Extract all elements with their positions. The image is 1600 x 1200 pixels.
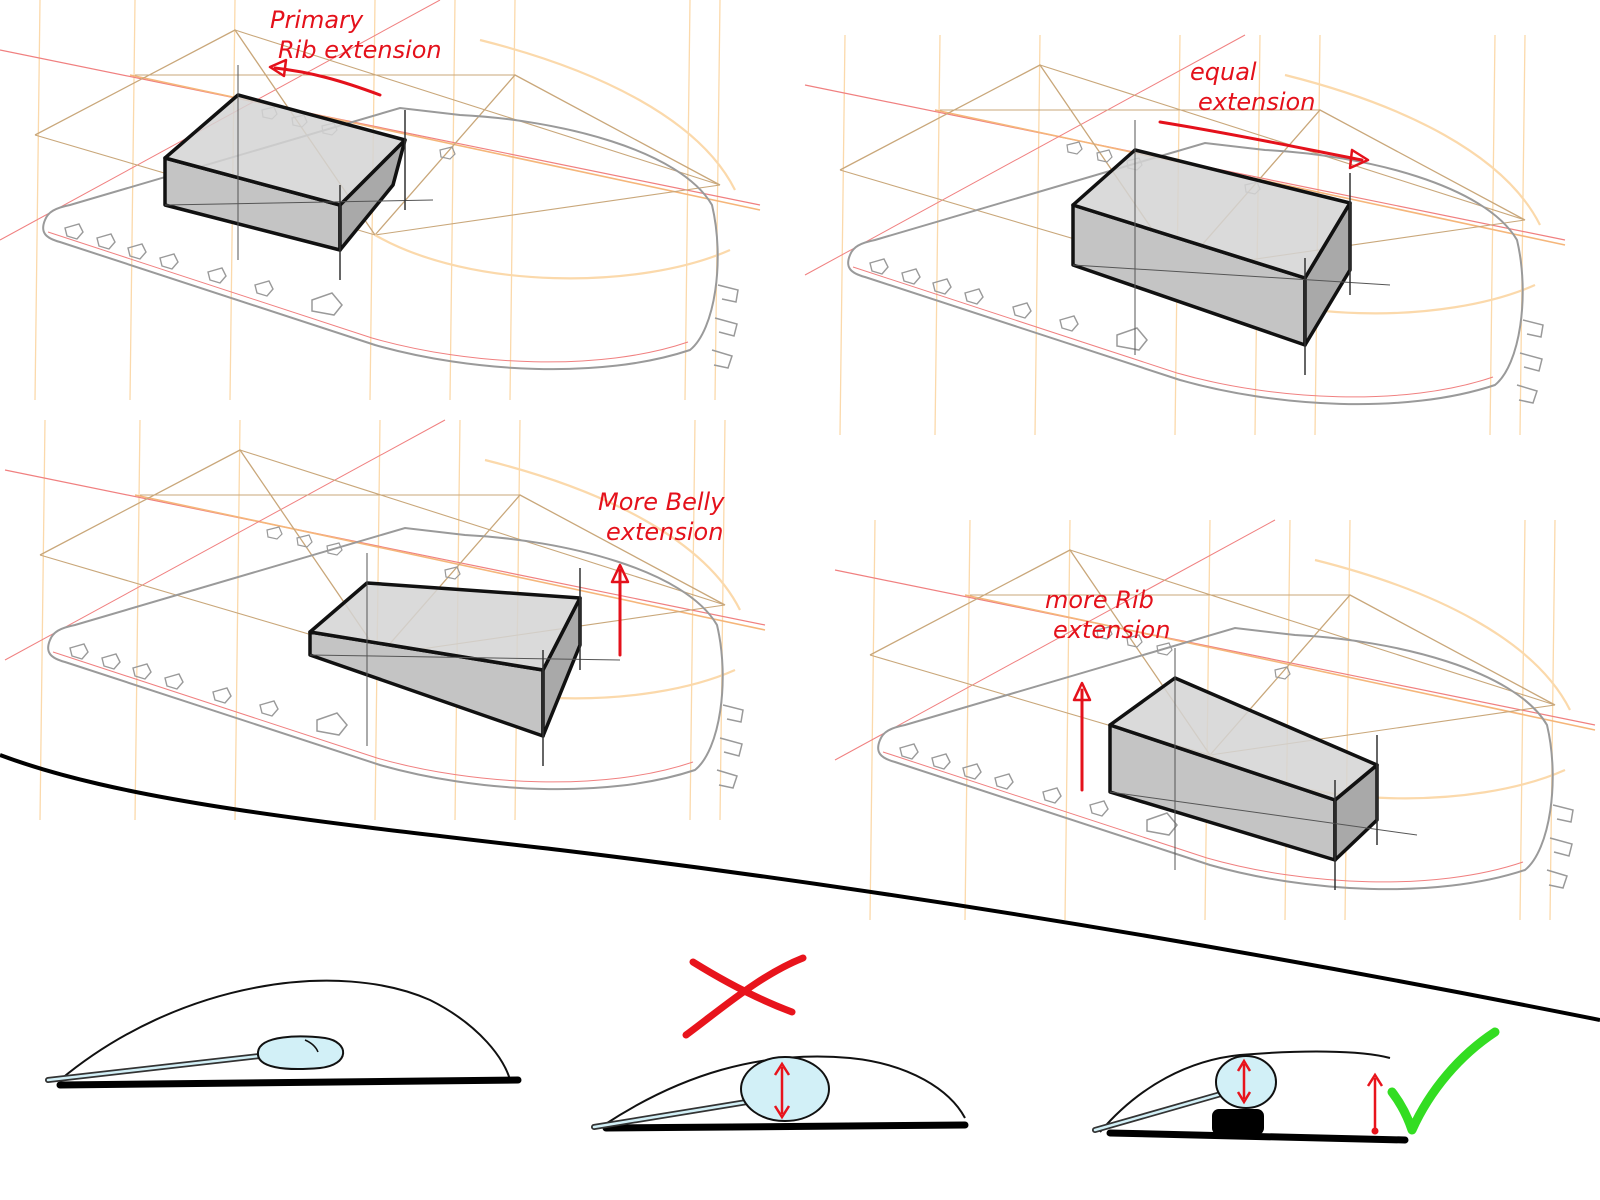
direction-arrow-left	[268, 58, 382, 97]
device-outline	[847, 141, 1544, 406]
check-icon	[1387, 1027, 1500, 1135]
bottom-comparison-row	[45, 954, 1500, 1144]
construction-lines	[834, 519, 1596, 921]
thumb-diagram-right	[1092, 1027, 1500, 1144]
divider-curve	[0, 753, 1600, 1022]
direction-arrow-up	[1072, 681, 1092, 792]
support-block	[1212, 1109, 1264, 1135]
thumb-diagram-wrong	[591, 954, 969, 1132]
annotation-line: More Belly	[598, 488, 725, 516]
device-outline	[47, 526, 744, 791]
thumb-diagram-reference	[45, 979, 522, 1089]
annotation-line: extension	[1198, 88, 1315, 116]
direction-arrow-up	[610, 563, 630, 657]
annotation-line: extension	[606, 518, 723, 546]
finger-pad	[256, 1035, 345, 1071]
construction-lines	[0, 0, 761, 401]
cross-icon	[682, 954, 807, 1039]
direction-arrow-right	[1158, 120, 1370, 170]
annotation-line: extension	[1053, 616, 1170, 644]
device-outline	[877, 626, 1574, 891]
perspective-box	[308, 553, 621, 766]
annotation-line: Rib extension	[278, 36, 442, 64]
perspective-box	[1071, 120, 1391, 375]
finger-pad	[1215, 1055, 1277, 1109]
finger-pad	[740, 1056, 830, 1122]
perspective-box	[163, 65, 434, 280]
annotation-line: more Rib	[1045, 586, 1154, 614]
annotation-line: Primary	[270, 6, 364, 34]
annotation-line: equal	[1190, 58, 1257, 86]
perspective-box	[1108, 648, 1418, 890]
